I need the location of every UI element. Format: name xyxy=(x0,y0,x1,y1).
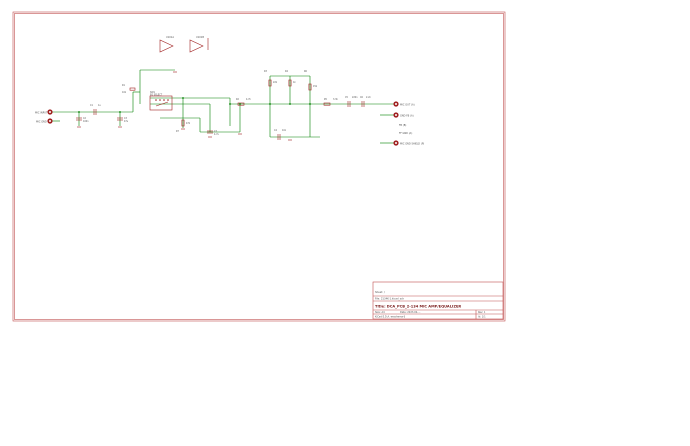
capacitor-c3[interactable]: C3 47u xyxy=(117,117,129,123)
connector-mic-gnd[interactable]: MIC GND xyxy=(36,118,53,124)
net-label-fb: FB (B) xyxy=(399,124,406,127)
resistor-r3[interactable]: R3 22k xyxy=(264,70,278,87)
connector-gnd-fb[interactable]: GND FB (A) xyxy=(393,112,414,118)
part-value: 4.7k xyxy=(246,98,251,101)
tb-kicad: KiCad E.D.A. eeschema 6 xyxy=(375,316,406,319)
part-ref: R4 xyxy=(285,70,289,73)
resistor-r5[interactable]: R5 3.3k xyxy=(323,98,338,106)
part-ref: C4 xyxy=(274,129,278,132)
title-block: Sheet: / File: 2134K-1.kicad_sch Title: … xyxy=(372,281,504,320)
part-value: 15k xyxy=(313,85,318,88)
part-value: 100n xyxy=(83,120,89,123)
tb-title: Title: DCA_PCB_2-134 MIC AMP/EQUALIZER xyxy=(375,305,461,309)
capacitor-c5[interactable]: C5 220n xyxy=(345,96,358,107)
wires xyxy=(52,69,395,144)
part-value: 4.7u xyxy=(214,133,219,136)
connector-mic-out[interactable]: MIC OUT (A) xyxy=(393,101,415,107)
opamp-label: U101B xyxy=(196,36,204,39)
connector-label: MIC GND xyxy=(36,121,47,124)
page-frame xyxy=(12,11,506,322)
junctions xyxy=(78,97,311,113)
part-value: EQ SELECT xyxy=(150,94,163,97)
part-ref: R1 xyxy=(122,84,126,87)
ground-symbols xyxy=(77,71,292,141)
connector-label: MIC INPUT xyxy=(35,112,48,115)
connector-mic-gnd-shield[interactable]: MIC GND SHIELD (P) xyxy=(393,140,424,146)
part-ref: R2 xyxy=(236,98,240,101)
tb-file: File: 2134K-1.kicad_sch xyxy=(375,297,404,301)
part-ref: C7 xyxy=(214,130,218,133)
resistor-r4[interactable]: R4 1k xyxy=(285,70,296,87)
opamp-u101b[interactable]: U101B xyxy=(189,36,209,53)
connector-label: MIC OUT (A) xyxy=(400,104,415,107)
part-value: 220n xyxy=(352,96,358,99)
connector-label: GND FB (A) xyxy=(400,115,414,118)
part-ref: SW1 xyxy=(150,91,156,94)
capacitor-c1[interactable]: C1 1u xyxy=(90,104,101,115)
connector-label: MIC GND SHIELD (P) xyxy=(400,143,424,146)
tb-rev: Rev: 1 xyxy=(478,311,486,314)
part-value: 10k xyxy=(122,91,127,94)
part-value: 47u xyxy=(124,120,129,123)
tb-id: Id: 1/1 xyxy=(478,316,486,319)
connector-mic-input[interactable]: MIC INPUT xyxy=(35,109,53,115)
part-ref: C2 xyxy=(83,117,87,120)
capacitor-c2[interactable]: C2 100n xyxy=(76,117,89,123)
part-ref: R6 xyxy=(304,70,308,73)
opamp-u101a[interactable]: U101A xyxy=(159,36,174,53)
tb-size: Size: A4 xyxy=(375,311,385,314)
tb-sheet: Sheet: / xyxy=(375,290,385,294)
capacitor-c6[interactable]: C6 2.2n xyxy=(360,96,371,107)
capacitor-c4[interactable]: C4 10n xyxy=(274,129,287,140)
part-ref: R3 xyxy=(264,70,268,73)
part-ref: C3 xyxy=(124,117,128,120)
resistor-r6[interactable]: R6 15k xyxy=(304,70,318,91)
rotary-switch[interactable]: SW1 EQ SELECT xyxy=(149,91,173,111)
resistor-r2[interactable]: R2 4.7k xyxy=(236,98,251,106)
part-value: 2.2n xyxy=(366,96,371,99)
part-ref: R5 xyxy=(324,98,328,101)
net-label-ff-gnd: FF GND (A) xyxy=(399,132,412,135)
part-ref: C6 xyxy=(360,96,364,99)
part-value: 47k xyxy=(186,122,191,125)
part-value: 10n xyxy=(282,129,287,132)
part-ref: C1 xyxy=(90,104,94,107)
part-ref: R7 xyxy=(176,130,180,133)
part-value: 1k xyxy=(293,81,296,84)
capacitor-c7[interactable]: C7 4.7u xyxy=(207,130,219,136)
resistor-r1[interactable]: R1 10k xyxy=(122,84,136,94)
part-ref: C5 xyxy=(345,96,349,99)
part-value: 22k xyxy=(273,81,278,84)
resistor-r7[interactable]: R7 47k xyxy=(176,119,191,133)
part-value: 3.3k xyxy=(333,98,338,101)
opamp-label: U101A xyxy=(166,36,174,39)
part-value: 1u xyxy=(98,104,101,107)
tb-date: Date: 2023-02-... xyxy=(400,311,421,314)
